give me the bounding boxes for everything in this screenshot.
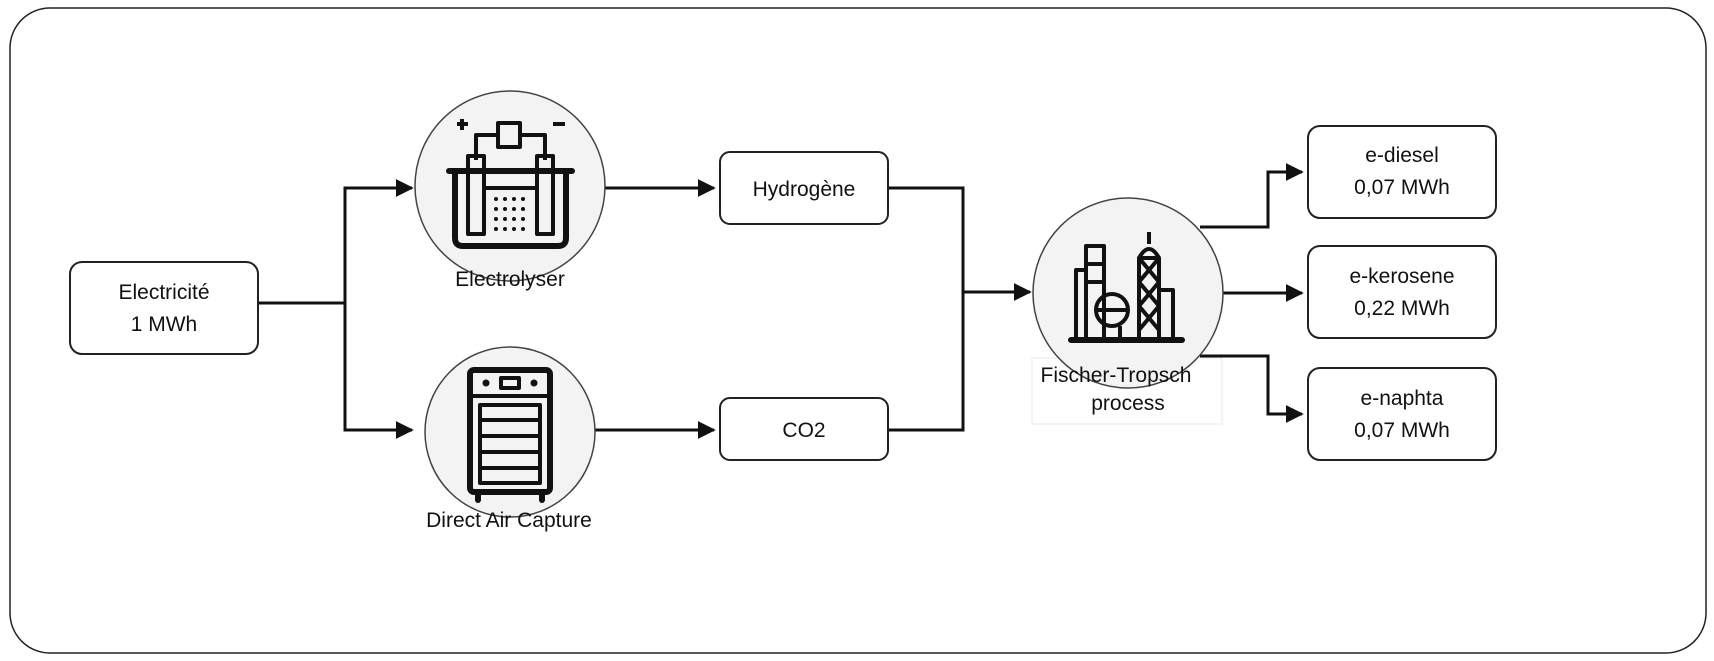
electricity-node: Electricité 1 MWh — [69, 261, 259, 355]
connector-to-electrolyser — [343, 179, 414, 303]
ediesel-node: e-diesel 0,07 MWh — [1307, 125, 1497, 219]
ekerosene-label: e-kerosene — [1349, 265, 1454, 288]
fischer-tropsch-label-line2: process — [1091, 392, 1165, 415]
ekerosene-node: e-kerosene 0,22 MWh — [1307, 245, 1497, 339]
dac-label: Direct Air Capture — [426, 509, 592, 532]
refinery-icon — [1068, 232, 1185, 343]
electricity-value: 1 MWh — [131, 313, 198, 336]
diagram-frame: Electricité 1 MWh Electrolyser — [9, 7, 1707, 654]
connector-to-dac — [343, 303, 414, 439]
dac-node: Direct Air Capture — [424, 346, 596, 532]
connectors — [258, 163, 1304, 439]
ediesel-value: 0,07 MWh — [1354, 176, 1450, 199]
enaphta-value: 0,07 MWh — [1354, 419, 1450, 442]
co2-label: CO2 — [782, 419, 825, 442]
co2-node: CO2 — [719, 397, 889, 461]
air-capture-unit-icon — [467, 367, 553, 503]
electrolyser-icon — [446, 119, 575, 249]
connector-to-ediesel — [1200, 163, 1304, 229]
electricity-label: Electricité — [118, 281, 209, 304]
enaphta-label: e-naphta — [1361, 387, 1444, 410]
enaphta-node: e-naphta 0,07 MWh — [1307, 367, 1497, 461]
ediesel-label: e-diesel — [1365, 144, 1439, 167]
connector-to-enaphta — [1200, 354, 1304, 423]
ekerosene-value: 0,22 MWh — [1354, 297, 1450, 320]
fischer-tropsch-node: Fischer-Tropsch process — [1031, 197, 1224, 425]
hydrogen-node: Hydrogène — [719, 151, 889, 225]
hydrogen-label: Hydrogène — [753, 178, 856, 201]
connector-hydrogen-merge — [888, 186, 965, 432]
electrolyser-node: Electrolyser — [414, 90, 606, 291]
fischer-tropsch-label-line1: Fischer-Tropsch — [1041, 364, 1192, 387]
electrolyser-label: Electrolyser — [455, 268, 565, 291]
